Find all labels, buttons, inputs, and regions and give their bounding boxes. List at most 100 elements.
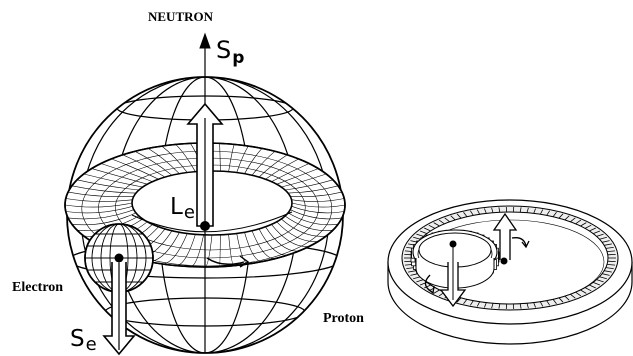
- torus-hatch-line: [175, 144, 196, 172]
- ring-gear-tooth: [589, 284, 596, 289]
- torus-hatch-line: [290, 191, 342, 198]
- torus-hatch-line: [271, 163, 310, 182]
- ring-gear-tooth: [450, 215, 456, 221]
- ring-gear-tooth: [564, 295, 570, 301]
- ring-gear-tooth: [539, 209, 544, 215]
- torus-hatch-line: [71, 185, 136, 194]
- ring-gear-tooth: [575, 219, 582, 225]
- ring-gear-tooth: [605, 247, 614, 249]
- ring-gear-tooth: [558, 297, 564, 303]
- ring-gear-tooth: [526, 303, 529, 309]
- torus-hatch-line: [83, 173, 143, 188]
- ring-gear-tooth: [424, 284, 431, 289]
- ring-gear-tooth: [519, 207, 522, 213]
- ring-gear-tooth: [433, 222, 440, 227]
- torus-hatch-line: [251, 151, 276, 176]
- sp-arrow: [199, 32, 211, 49]
- torus-hatch-line: [91, 168, 148, 185]
- ring-gear-tooth: [570, 293, 576, 299]
- proton-center-dot: [200, 221, 210, 231]
- ring-gear-tooth: [456, 213, 462, 219]
- ring-gear-tooth: [606, 250, 616, 252]
- planet-center-dot: [449, 240, 457, 248]
- le-arrow: [186, 102, 224, 227]
- ring-gear-tooth: [438, 219, 445, 225]
- ring-gear-tooth: [605, 267, 614, 269]
- torus-hatch-line: [161, 145, 188, 173]
- ring-gear-tooth: [491, 207, 494, 213]
- torus-hatch-line: [122, 154, 166, 178]
- proton-label: Proton: [323, 311, 364, 326]
- ring-gear-tooth: [564, 215, 570, 221]
- electron-center-dot: [114, 253, 124, 263]
- ring-gear-tooth: [580, 222, 587, 227]
- torus-hatch-line: [219, 143, 221, 172]
- ring-gear-tooth: [433, 289, 440, 294]
- ring-gear-tooth: [604, 270, 612, 273]
- se-label: Se: [70, 326, 97, 355]
- ring-gear-tooth: [546, 210, 551, 216]
- ring-gear-tooth: [552, 299, 557, 305]
- ring-gear-tooth: [570, 217, 576, 223]
- ring-gear-tooth: [599, 236, 607, 240]
- le-label: Le: [170, 194, 195, 223]
- ring-gear-tooth: [444, 217, 450, 223]
- torus-hatch-line: [111, 158, 159, 180]
- ring-gear-tooth: [498, 303, 501, 309]
- circulation-arrow-icon: [206, 255, 250, 268]
- ring-gear-tooth: [413, 276, 421, 280]
- ring-gear-tooth: [476, 209, 481, 215]
- ring-gear-tooth: [589, 227, 596, 232]
- ring-gear-tooth: [463, 299, 468, 305]
- ring-gear-tooth: [584, 224, 592, 229]
- ring-gear-tooth: [558, 213, 564, 219]
- ring-gear-tooth: [526, 207, 529, 213]
- se-arrow: [102, 262, 136, 356]
- ring-gear-tooth: [456, 297, 462, 303]
- torus-hatch-line: [258, 228, 288, 256]
- ring-gear-tooth: [552, 211, 557, 217]
- sp-label: Sp: [216, 36, 244, 68]
- ring-gear-tooth: [469, 300, 474, 306]
- ring-gear-tooth: [491, 303, 494, 309]
- ring-gear-tooth: [408, 270, 416, 273]
- ring-gear-tooth: [584, 287, 592, 292]
- torus-hatch-line: [134, 151, 173, 176]
- ring-gear-tooth: [519, 303, 522, 309]
- ring-gear-tooth: [602, 273, 610, 276]
- ring-gear-tooth: [424, 227, 431, 232]
- ring-gear-tooth: [592, 230, 601, 234]
- torus-hatch-line: [228, 144, 235, 172]
- torus-hatch-line: [276, 168, 319, 185]
- ring-gear-tooth: [476, 301, 481, 307]
- neutron-label: NEUTRON: [148, 9, 214, 24]
- torus-hatch-line: [265, 158, 299, 180]
- torus-hatch-line: [258, 154, 288, 178]
- ring-gear-tooth: [410, 273, 418, 276]
- ring-gear-tooth: [604, 243, 612, 246]
- torus-hatch-line: [244, 148, 263, 174]
- ring-contact-dot: [500, 257, 508, 265]
- ring-gear-tooth: [406, 267, 415, 269]
- ring-gear-tooth: [498, 207, 501, 213]
- ring-gear-tooth: [416, 233, 424, 237]
- ring-gear-tooth: [602, 240, 610, 243]
- ring-gear-tooth: [606, 264, 616, 266]
- ring-gear-tooth: [533, 208, 536, 214]
- ring-gear-tooth: [596, 279, 604, 283]
- ring-gear-tooth: [533, 302, 536, 308]
- ring-gear-tooth: [416, 279, 424, 283]
- torus-hatch-line: [68, 191, 134, 198]
- ring-gear-tooth: [419, 230, 428, 234]
- torus-hatch-line: [288, 185, 339, 194]
- ring-gear-tooth: [469, 210, 474, 216]
- torus-hatch-line: [236, 145, 249, 173]
- torus-hatch-line: [100, 163, 153, 182]
- torus-hatch-line: [251, 230, 276, 260]
- ring-gear-tooth: [539, 301, 544, 307]
- ring-gear-tooth: [592, 282, 601, 286]
- ring-gear-tooth: [463, 211, 468, 217]
- torus-hatch-line: [265, 226, 299, 252]
- torus-hatch-line: [147, 148, 180, 175]
